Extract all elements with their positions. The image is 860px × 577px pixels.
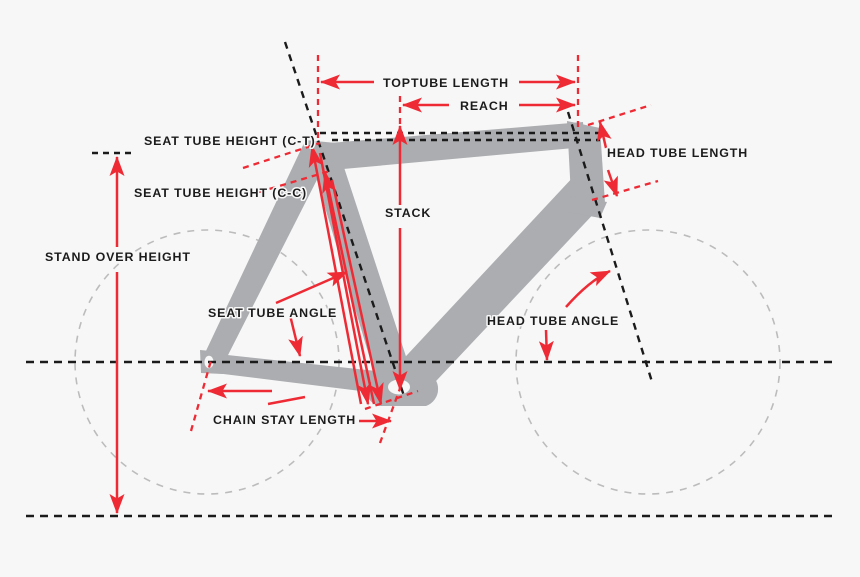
down-tube — [394, 175, 601, 397]
label-stack: STACK — [385, 206, 431, 220]
head-tube-axis-line — [566, 111, 655, 386]
front-wheel-outline — [515, 229, 781, 495]
head-tube-length-arrow-up — [596, 121, 612, 149]
seat-ct-extension — [242, 141, 321, 170]
seat-tube-angle-pointer-upper — [275, 270, 348, 305]
seat-cc-extension — [258, 169, 331, 194]
head-tube-lug — [568, 196, 607, 218]
label-seat-tube-height-ct: SEAT TUBE HEIGHT (C-T) — [144, 134, 316, 148]
label-chain-stay-length: CHAIN STAY LENGTH — [213, 413, 356, 427]
label-seat-tube-angle: SEAT TUBE ANGLE — [208, 306, 337, 320]
seat-tube-cc-arrow-down — [330, 179, 384, 406]
chainstay-rear-extension — [189, 356, 214, 432]
label-reach: REACH — [460, 99, 509, 113]
seat-tube-axis-line — [283, 41, 406, 397]
seat-tube-cc-arrow-up — [322, 170, 376, 405]
label-stand-over-height: STAND OVER HEIGHT — [45, 250, 191, 264]
head-bottom-extension — [591, 179, 659, 202]
head-tube-angle-pointer-curve — [565, 269, 611, 308]
top-tube — [318, 122, 585, 171]
head-tube-angle-pointer-lower — [538, 329, 554, 361]
label-head-tube-length: HEAD TUBE LENGTH — [607, 146, 748, 160]
label-head-tube-angle: HEAD TUBE ANGLE — [487, 314, 619, 328]
seat-stay — [205, 143, 327, 361]
seat-tube-angle-pointer-lower — [288, 314, 303, 357]
seat-bottom-extension — [364, 389, 419, 411]
label-toptube-length: TOPTUBE LENGTH — [383, 76, 509, 90]
label-seat-tube-height-cc: SEAT TUBE HEIGHT (C-C) — [134, 186, 307, 200]
chainstay-arrow-label-lead — [267, 395, 306, 406]
head-tube-length-arrow-down — [603, 169, 619, 197]
chain-stay — [207, 353, 395, 395]
